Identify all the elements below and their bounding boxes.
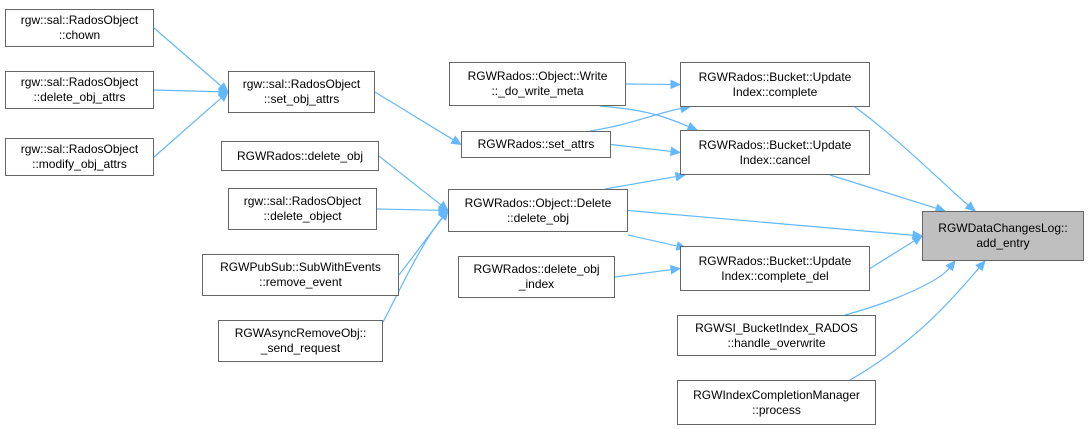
node-label-line: rgw::sal::RadosObject	[242, 77, 361, 91]
node-label-line: ::process	[752, 402, 801, 417]
node-label-line: ::modify_obj_attrs	[32, 157, 127, 171]
node-set-obj-attrs[interactable]: rgw::sal::RadosObject::set_obj_attrs	[228, 71, 375, 113]
node-label-line: RGWDataChangesLog::	[938, 221, 1068, 235]
node-delete-obj-index[interactable]: RGWRados::delete_obj_index	[458, 256, 615, 298]
edge-do-write-meta-to-ui-cancel	[599, 105, 689, 128]
edge-rados-delete-obj-to-object-delete	[378, 155, 442, 206]
node-modify-obj-attrs[interactable]: rgw::sal::RadosObject::modify_obj_attrs	[5, 138, 154, 176]
node-label-line: ::delete_obj_attrs	[33, 90, 126, 104]
node-label-line: rgw::sal::RadosObject	[20, 142, 139, 156]
node-label-line: RGWRados::Object::Write	[467, 69, 608, 83]
edge-process-to-add-entry	[849, 267, 980, 381]
edge-ui-cancel-to-add-entry	[829, 174, 937, 209]
node-label-line: RGWSI_BucketIndex_RADOS	[695, 320, 858, 335]
node-set-attrs[interactable]: RGWRados::set_attrs	[461, 131, 611, 158]
edge-object-delete-to-add-entry	[627, 209, 914, 236]
node-label-line: ::_do_write_meta	[491, 84, 584, 98]
node-label-line: ::delete_obj	[506, 210, 570, 225]
node-delete-object[interactable]: rgw::sal::RadosObject::delete_object	[228, 188, 377, 230]
node-label-line: Index::complete_del	[721, 268, 829, 283]
edge-delete-obj-index-to-ui-complete-del	[614, 269, 672, 278]
node-label-line: ::chown	[58, 28, 101, 42]
node-label-line: RGWRados::Object::Delete	[464, 195, 612, 210]
edge-send-request-to-object-delete	[382, 217, 443, 323]
edge-arrowhead	[945, 260, 956, 272]
node-label-line: add_entry	[976, 236, 1030, 250]
node-send-request[interactable]: RGWAsyncRemoveObj::_send_request	[218, 320, 383, 362]
edge-arrowhead	[975, 260, 986, 272]
node-label-line: RGWRados::set_attrs	[477, 137, 595, 151]
edge-handle-overwrite-to-add-entry	[844, 267, 950, 316]
edge-arrowhead	[670, 79, 682, 90]
node-label-line: RGWRados::delete_obj	[236, 148, 364, 163]
edge-modify-obj-attrs-to-set-obj-attrs	[153, 97, 222, 158]
node-process[interactable]: RGWIndexCompletionManager::process	[677, 380, 876, 425]
node-label-line: ::set_obj_attrs	[263, 92, 340, 106]
node-rados-delete-obj[interactable]: RGWRados::delete_obj	[221, 141, 379, 171]
node-label-line: rgw::sal::RadosObject	[243, 194, 362, 208]
node-label-line: ::remove_event	[259, 275, 342, 289]
node-remove-event[interactable]: RGWPubSub::SubWithEvents::remove_event	[202, 254, 399, 296]
node-do-write-meta[interactable]: RGWRados::Object::Write::_do_write_meta	[449, 62, 626, 106]
node-label-line: _send_request	[260, 341, 341, 355]
node-label-line: RGWRados::Bucket::Update	[698, 69, 852, 84]
edge-delete-object-to-object-delete	[376, 208, 440, 211]
node-delete-obj-attrs[interactable]: rgw::sal::RadosObject::delete_obj_attrs	[5, 71, 154, 109]
node-label-line: ::handle_overwrite	[727, 335, 826, 350]
edge-ui-complete-to-add-entry	[854, 106, 969, 206]
edge-arrowhead	[911, 235, 924, 246]
node-chown[interactable]: rgw::sal::RadosObject::chown	[5, 9, 154, 47]
edge-chown-to-set-obj-attrs	[153, 27, 222, 87]
node-label-line: RGWRados::Bucket::Update	[698, 137, 852, 152]
node-label-line: RGWPubSub::SubWithEvents	[220, 260, 381, 274]
edge-set-attrs-to-ui-cancel	[610, 143, 672, 153]
node-label-line: rgw::sal::RadosObject	[20, 75, 139, 89]
node-label-line: ::delete_object	[263, 209, 342, 223]
edge-arrowhead	[670, 146, 682, 157]
node-label-line: rgw::sal::RadosObject	[20, 13, 139, 27]
node-label-line: Index::complete	[732, 84, 818, 99]
edge-object-delete-to-ui-cancel	[604, 175, 677, 190]
edge-arrowhead	[964, 201, 976, 212]
node-add-entry: RGWDataChangesLog::add_entry	[922, 211, 1084, 261]
node-label-line: RGWRados::Bucket::Update	[698, 253, 852, 268]
edge-arrowhead	[217, 91, 229, 102]
edge-arrowhead	[438, 209, 449, 221]
edge-delete-obj-attrs-to-set-obj-attrs	[153, 89, 220, 93]
node-label-line: RGWAsyncRemoveObj::	[234, 326, 367, 340]
node-handle-overwrite[interactable]: RGWSI_BucketIndex_RADOS::handle_overwrit…	[677, 315, 876, 356]
edge-arrowhead	[669, 265, 682, 275]
node-label-line: _index	[518, 277, 555, 291]
edge-arrowhead	[450, 135, 463, 146]
node-label-line: RGWRados::delete_obj	[473, 262, 600, 276]
edge-set-attrs-to-ui-complete	[589, 107, 682, 132]
node-label-line: Index::cancel	[739, 152, 811, 167]
node-label-line: RGWIndexCompletionManager	[693, 387, 860, 402]
node-object-delete[interactable]: RGWRados::Object::Delete::delete_obj	[448, 189, 628, 232]
edge-ui-complete-del-to-add-entry	[869, 240, 915, 270]
edge-object-delete-to-ui-complete-del	[627, 234, 678, 247]
edge-set-obj-attrs-to-set-attrs	[374, 91, 454, 141]
